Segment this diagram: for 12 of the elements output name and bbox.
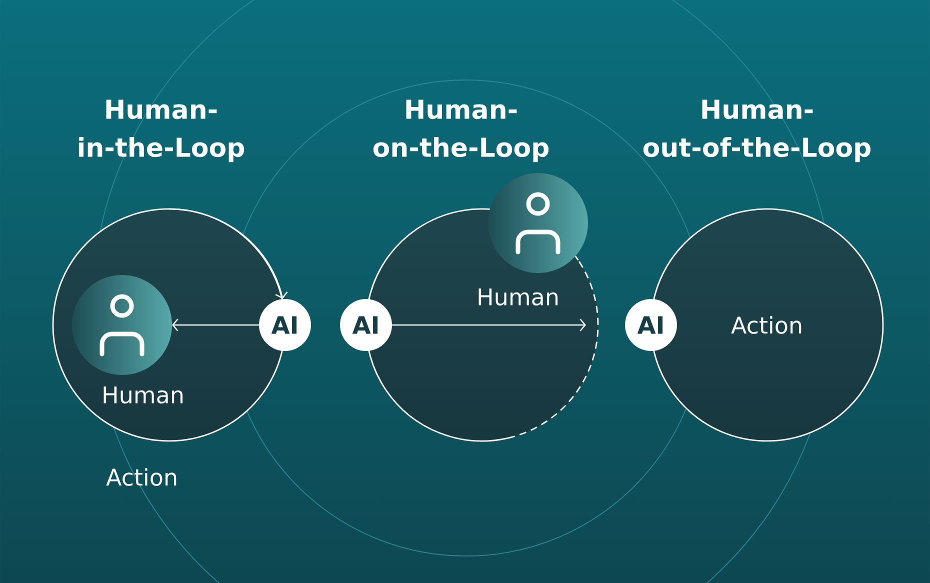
agent-badge: AI	[340, 299, 392, 351]
arrow	[392, 318, 586, 332]
node-label: Human	[104, 386, 183, 404]
agent-badge: AI	[625, 299, 677, 351]
arrow	[172, 318, 260, 332]
column-heading: Human- on-the-Loop	[373, 100, 549, 162]
column-heading: Human- out-of-the-Loop	[643, 100, 870, 162]
curved-arrow	[168, 208, 288, 299]
agent-badge: AI	[259, 299, 311, 351]
column-heading: Human- in-the-Loop	[78, 100, 244, 162]
caption-text: Action	[106, 468, 176, 486]
node-label: Human	[478, 288, 558, 306]
